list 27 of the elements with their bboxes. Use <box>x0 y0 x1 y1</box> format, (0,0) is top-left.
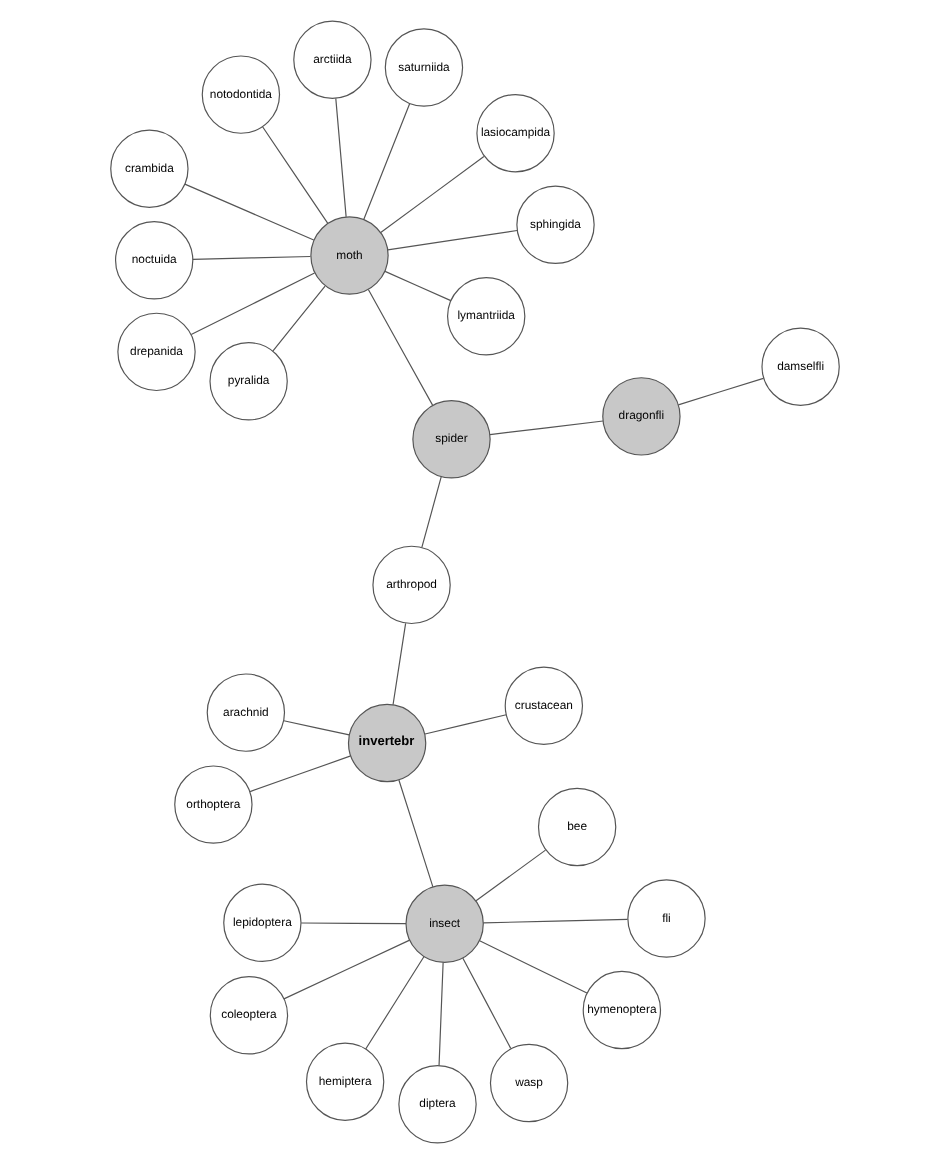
connector <box>366 288 433 406</box>
connector <box>481 918 628 924</box>
connector <box>282 939 410 1000</box>
connector <box>183 183 314 241</box>
connector <box>379 155 484 234</box>
connector <box>488 420 603 436</box>
connector <box>282 720 349 736</box>
connector <box>362 103 410 220</box>
connector <box>397 779 433 888</box>
connector <box>189 272 315 336</box>
connector <box>386 229 517 251</box>
connector <box>420 476 441 548</box>
connector <box>334 97 346 218</box>
connector <box>299 922 406 925</box>
connector <box>676 377 763 406</box>
connector <box>478 940 587 994</box>
connector <box>383 270 451 302</box>
connector <box>260 126 328 224</box>
connector <box>391 622 406 706</box>
connector <box>248 755 351 793</box>
connector <box>364 955 424 1050</box>
connector <box>423 714 506 735</box>
connector <box>474 849 546 902</box>
connector <box>191 255 311 260</box>
connector <box>271 285 325 352</box>
connector <box>437 961 443 1067</box>
connector <box>461 957 511 1049</box>
